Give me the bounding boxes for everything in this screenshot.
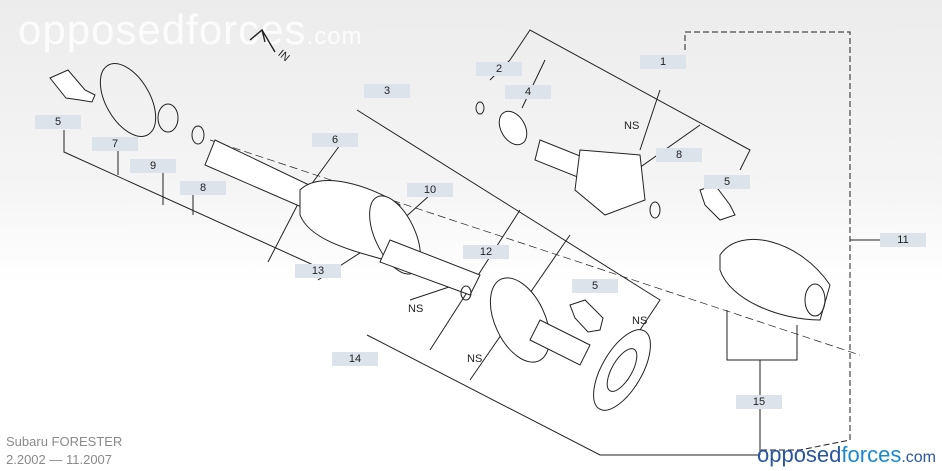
leader-5a: [63, 130, 321, 269]
ns-mark-4: NS: [467, 353, 483, 365]
callout-4: 4: [505, 85, 551, 99]
leader-1: [639, 89, 661, 151]
snap-ring-2: [475, 101, 485, 115]
ring-4: [498, 110, 528, 146]
leader-15: [726, 310, 798, 361]
boot-end: [804, 283, 826, 317]
clamp-9: [157, 103, 179, 133]
grease-part-5-left: [49, 69, 96, 103]
leader-14: [366, 334, 760, 456]
washer-14: [593, 329, 651, 411]
outer-cv-joint: [489, 277, 551, 363]
outer-housing-1: [574, 149, 646, 216]
footer-dates: 2.2002 — 11.2007: [6, 452, 113, 467]
callout-8-left: 8: [180, 181, 226, 195]
ns-mark-2: NS: [408, 303, 424, 315]
callout-2: 2: [476, 62, 522, 76]
callout-7: 7: [92, 137, 138, 151]
callout-1: 1: [640, 55, 686, 69]
outer-stub: [529, 319, 591, 366]
callout-5-mid: 5: [572, 279, 618, 293]
brand-logo: opposedforces.com: [756, 442, 936, 467]
callout-13: 13: [295, 264, 341, 278]
grease-part-5-mid: [569, 299, 604, 333]
circlip-8-right: [649, 201, 661, 219]
callout-15: 15: [736, 395, 782, 409]
footer-model: Subaru FORESTER: [6, 434, 123, 449]
callout-5-left: 5: [35, 115, 81, 129]
callout-8-right: 8: [656, 148, 702, 162]
boot-band-7: [99, 63, 157, 137]
watermark: opposedforces.com: [18, 6, 363, 53]
washer-hole: [606, 348, 638, 392]
leader-11-dashed: [684, 31, 851, 451]
grease-part-5-right: [699, 184, 736, 221]
callout-6: 6: [312, 133, 358, 147]
callout-12: 12: [463, 245, 509, 259]
leader-3: [356, 109, 661, 331]
leader-4: [521, 59, 546, 109]
circlip-8-left: [191, 125, 205, 145]
callout-3: 3: [364, 84, 410, 98]
callout-11: 11: [880, 233, 926, 247]
callout-10: 10: [407, 183, 453, 197]
callout-9: 9: [130, 159, 176, 173]
ns-mark-3: NS: [632, 315, 648, 327]
callout-5-right: 5: [704, 175, 750, 189]
ns-mark-1: NS: [624, 120, 640, 132]
callout-14: 14: [332, 352, 378, 366]
axis-line: [209, 139, 861, 356]
leader-2-4-top: [509, 29, 751, 171]
boot-kit-15: [719, 239, 831, 321]
circlip-12: [460, 285, 472, 301]
direction-arrow: [249, 28, 276, 53]
shaft-middle: [379, 239, 481, 296]
